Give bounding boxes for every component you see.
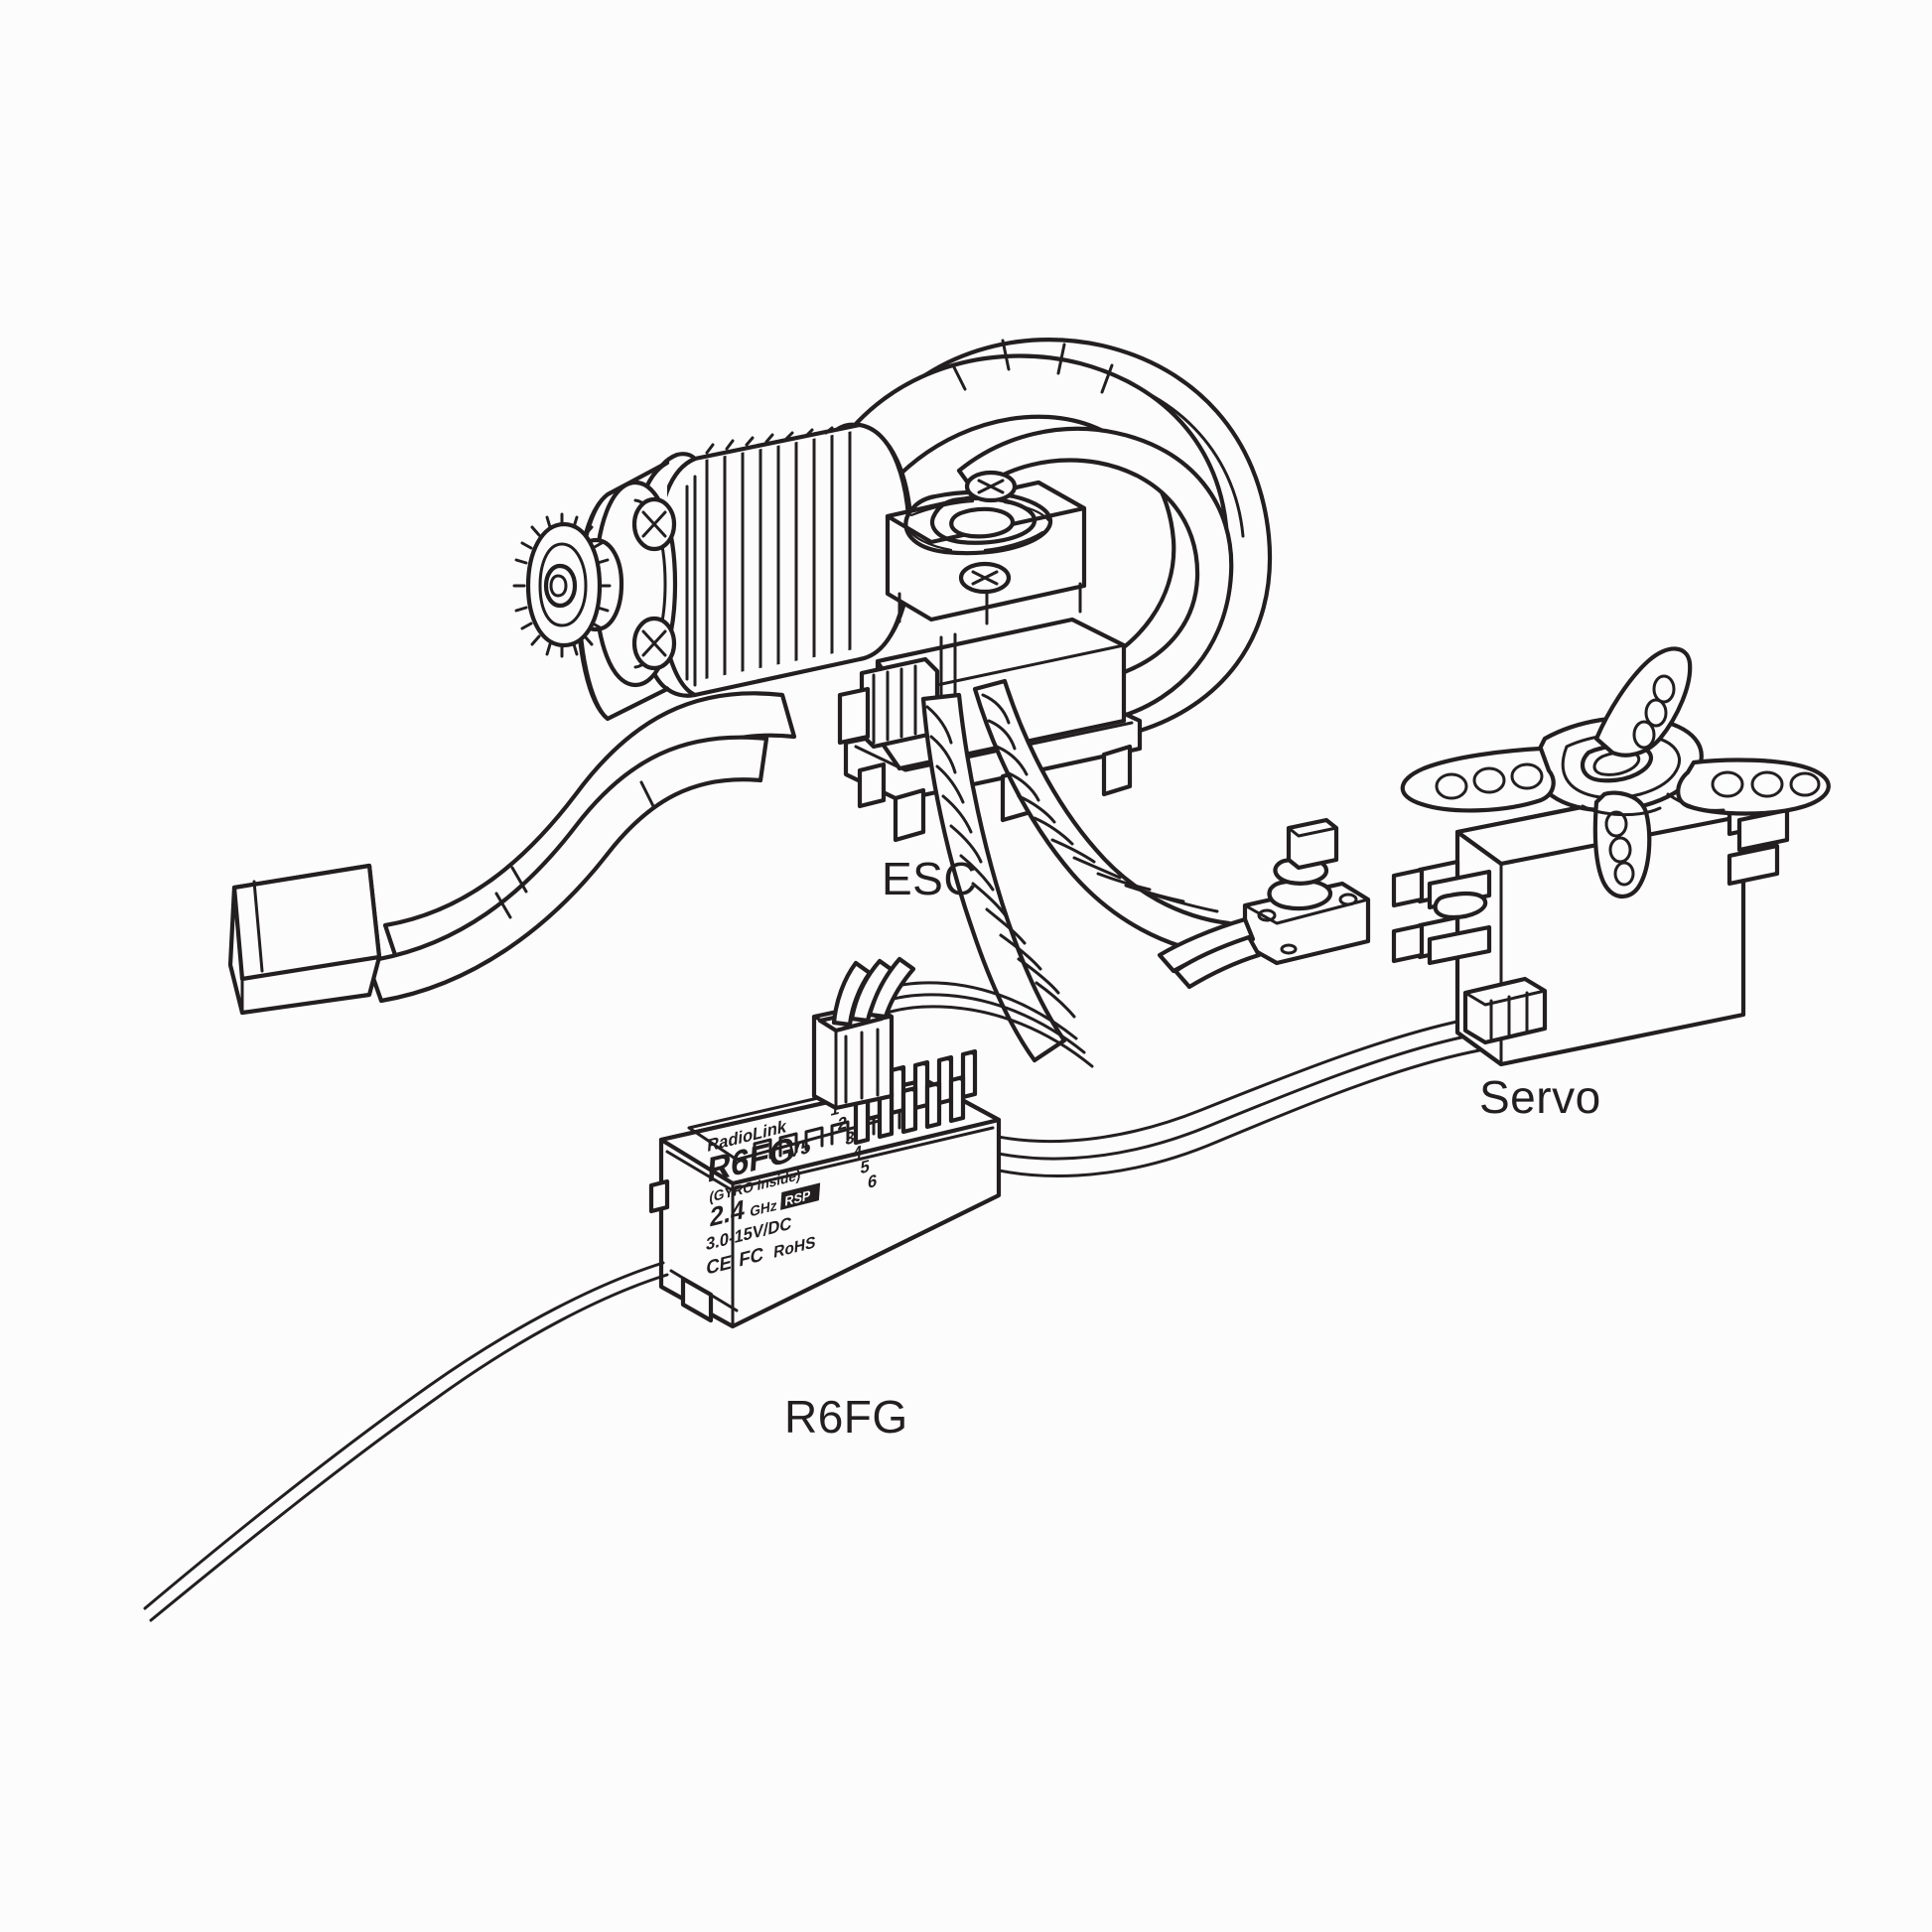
pinion-gear <box>512 512 612 658</box>
servo-connector <box>1462 976 1548 1045</box>
battery-connector <box>227 863 382 1016</box>
brushless-motor <box>512 422 914 722</box>
motor-screw-lower <box>631 616 677 671</box>
servo <box>1391 646 1831 1067</box>
svg-text:4: 4 <box>852 1141 863 1164</box>
svg-text:RSP: RSP <box>784 1187 811 1209</box>
power-switch <box>1157 817 1371 990</box>
receiver-printed-label: RadioLink R6FG V5 (GYRO Inside) 2.4 GHz … <box>705 1097 879 1280</box>
fan-screw-bottom <box>958 561 1012 595</box>
receiver-connector-wires <box>831 956 916 1028</box>
svg-text:GHz: GHz <box>750 1197 777 1220</box>
fan-screw-top <box>964 470 1018 503</box>
svg-text:6: 6 <box>868 1170 879 1192</box>
receiver: RadioLink R6FG V5 (GYRO Inside) 2.4 GHz … <box>143 956 1002 1622</box>
svg-text:5: 5 <box>860 1156 871 1178</box>
esc-label: ESC <box>882 853 978 904</box>
svg-text:3: 3 <box>845 1126 856 1149</box>
receiver-label: R6FG <box>784 1391 908 1443</box>
receiver-pin-headers <box>853 1048 978 1146</box>
servo-label: Servo <box>1479 1071 1601 1123</box>
battery-wires <box>364 691 797 1004</box>
motor-screw-upper <box>631 496 677 552</box>
